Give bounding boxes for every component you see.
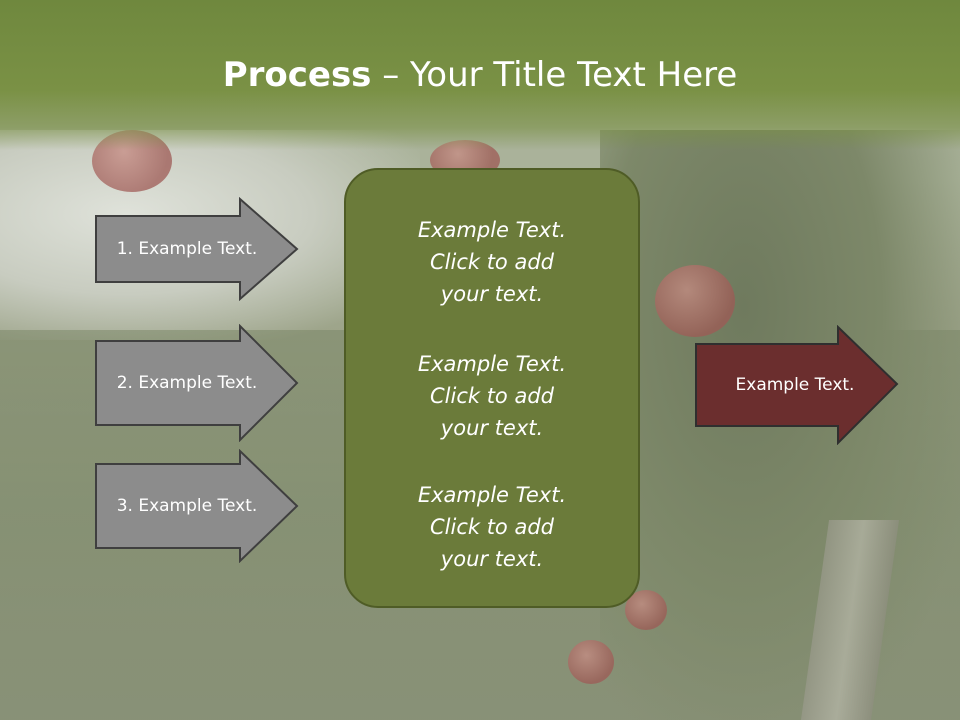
step-arrow-label-3: 3. Example Text. xyxy=(116,496,258,516)
background-apple xyxy=(655,265,735,337)
center-paragraph-1: Example Text. Click to add your text. xyxy=(346,214,638,310)
step-arrow-1[interactable] xyxy=(94,197,300,301)
title-rest: – Your Title Text Here xyxy=(371,55,738,95)
center-paragraph-2: Example Text. Click to add your text. xyxy=(346,348,638,444)
paragraph-line: Click to add xyxy=(429,515,554,539)
result-arrow-label: Example Text. xyxy=(735,375,855,395)
step-arrow-label-2: 2. Example Text. xyxy=(116,373,258,393)
paragraph-line: Example Text. xyxy=(417,218,567,242)
paragraph-line: Example Text. xyxy=(417,483,567,507)
step-arrow-2[interactable] xyxy=(94,324,300,442)
paragraph-line: Example Text. xyxy=(417,352,567,376)
paragraph-line: Click to add xyxy=(429,384,554,408)
step-arrow-3[interactable] xyxy=(94,449,300,563)
background-apple xyxy=(625,590,667,630)
background-apple xyxy=(568,640,614,684)
title-bold: Process xyxy=(222,55,372,95)
step-arrow-label-1: 1. Example Text. xyxy=(116,239,258,259)
title-bar xyxy=(0,0,960,150)
paragraph-line: your text. xyxy=(440,547,544,571)
slide-title[interactable]: Process – Your Title Text Here xyxy=(0,52,960,98)
paragraph-line: Click to add xyxy=(429,250,554,274)
paragraph-line: your text. xyxy=(440,282,544,306)
paragraph-line: your text. xyxy=(440,416,544,440)
result-arrow[interactable] xyxy=(694,325,900,445)
center-paragraph-3: Example Text. Click to add your text. xyxy=(346,479,638,575)
center-text-box[interactable]: Example Text. Click to add your text. Ex… xyxy=(344,168,640,608)
